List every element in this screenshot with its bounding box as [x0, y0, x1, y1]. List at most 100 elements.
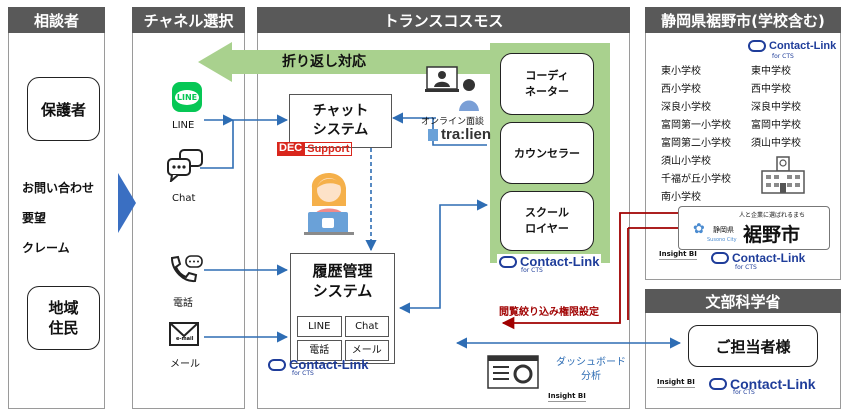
school-item: 南小学校 [661, 192, 701, 203]
school-lawyer-label: スクール ロイヤー [525, 206, 569, 235]
ministry-person-label: ご担当者様 [715, 337, 791, 356]
school-item: 須山小学校 [661, 156, 711, 167]
line-label: LINE [172, 120, 195, 131]
junior-high-school-list: 東中学校 西中学校 深良中学校 富岡中学校 須山中学校 [751, 63, 801, 153]
school-item: 西小学校 [661, 84, 701, 95]
contact-link-sub: for CTS [521, 267, 543, 274]
inquiry-item: クレーム [22, 241, 70, 255]
insight-bi-logo-dashboard: Insight BI [548, 392, 586, 402]
contact-link-name: Contact-Link [520, 254, 600, 269]
contact-link-logo-ministry: Contact-Link for CTS [709, 376, 816, 396]
susono-city-logo-box: 人と企業に選ばれるまち ✿ 静岡県 裾野市 Susono City [678, 206, 830, 250]
staff-to-history [398, 199, 489, 314]
dec-support-logo: DEC Support [277, 142, 353, 156]
history-cell: メール [344, 340, 389, 361]
school-lawyer-box: スクール ロイヤー [500, 191, 594, 251]
contact-link-sub: for CTS [292, 370, 314, 377]
history-system-label: 履歴管理 システム [312, 262, 373, 300]
transcosmos-header: トランスコスモス [257, 7, 630, 33]
contact-link-name: Contact-Link [289, 357, 369, 372]
history-cell: LINE [297, 316, 342, 337]
insight-bi-logo-ministry: Insight BI [657, 378, 695, 388]
ministry-header: 文部科学省 [645, 289, 841, 313]
contact-link-logo-staff: Contact-Link for CTS [497, 254, 602, 274]
contact-link-icon [711, 252, 729, 264]
coordinator-label: コーディ ネーター [525, 69, 569, 98]
inquiry-item: 要望 [22, 211, 47, 225]
callback-label: 折り返し対応 [282, 54, 366, 70]
contact-link-icon [748, 40, 766, 52]
tralien-icon [428, 128, 438, 141]
support-text: Support [304, 142, 353, 156]
contact-link-icon [499, 255, 517, 268]
susono-flower-icon: ✿ [693, 221, 705, 237]
line-icon-text: LINE [174, 89, 200, 105]
school-item: 深良中学校 [751, 102, 801, 113]
chat-system-label: チャット システム [312, 103, 369, 138]
chat-bubbles-icon [167, 149, 203, 182]
school-item: 千福が丘小学校 [661, 174, 731, 185]
history-cell-grid: LINE Chat 電話 メール [297, 316, 389, 361]
guardian-label: 保護者 [40, 100, 86, 119]
chat-to-chat-line [200, 120, 234, 169]
online-interview-label: オンライン面談 [421, 117, 485, 127]
elementary-school-list: 東小学校 西小学校 深良小学校 富岡第一小学校 富岡第二小学校 須山小学校 千福… [661, 63, 731, 207]
mail-icon: e-mail [169, 322, 199, 346]
online-interview-illustration [425, 66, 479, 111]
school-item: 東小学校 [661, 66, 701, 77]
phone-icon [170, 255, 203, 283]
phone-label: 電話 [173, 298, 193, 309]
operator-illustration [304, 172, 354, 235]
history-cell: 電話 [297, 340, 342, 361]
contact-link-name: Contact-Link [732, 251, 806, 265]
inquiry-item: お問い合わせ [22, 181, 95, 195]
envelope-icon [169, 322, 199, 346]
contact-link-logo-history: Contact-Link for CTS [268, 357, 369, 377]
tralien-text: tra:lien [441, 126, 492, 143]
dec-text: DEC [277, 142, 305, 156]
mail-icon-text: e-mail [176, 336, 194, 342]
contact-link-logo-city: Contact-Link for CTS [748, 40, 837, 60]
contact-link-icon [268, 358, 286, 371]
consultant-header: 相談者 [8, 7, 105, 33]
susono-pref: 静岡県 [713, 226, 734, 234]
dashboard-label: ダッシュボード 分析 [556, 357, 626, 382]
channel-header: チャネル選択 [132, 7, 245, 33]
school-item: 深良小学校 [661, 102, 711, 113]
history-system-box: 履歴管理 システム LINE Chat 電話 メール [290, 253, 395, 364]
contact-link-sub: for CTS [772, 53, 794, 60]
inquiry-list: お問い合わせ 要望 クレーム [22, 173, 94, 263]
permission-arrow [501, 212, 680, 330]
contact-link-icon [709, 378, 727, 390]
school-item: 須山中学校 [751, 138, 801, 149]
contact-link-sub: for CTS [735, 264, 757, 271]
city-header: 静岡県裾野市(学校含む) [645, 7, 841, 33]
school-item: 富岡第一小学校 [661, 120, 731, 131]
counselor-label: カウンセラー [514, 147, 580, 160]
contact-link-logo-city-bottom: Contact-Link for CTS [711, 251, 806, 271]
contact-link-name: Contact-Link [730, 376, 816, 392]
coordinator-box: コーディ ネーター [500, 53, 594, 115]
history-cell: Chat [344, 316, 389, 337]
school-building-icon [761, 156, 805, 194]
ministry-person-box: ご担当者様 [688, 325, 818, 367]
contact-link-sub: for CTS [733, 389, 755, 396]
contact-link-name: Contact-Link [769, 40, 837, 52]
mail-label: メール [170, 359, 200, 370]
flow-chevron-arrow [118, 173, 136, 233]
dashboard-icon [487, 355, 539, 389]
tralien-logo: tra:lien [428, 126, 491, 143]
chat-label: Chat [172, 193, 196, 204]
residents-box: 地域 住民 [27, 286, 100, 350]
school-item: 西中学校 [751, 84, 791, 95]
susono-city-name: 裾野市 [743, 224, 801, 246]
school-item: 東中学校 [751, 66, 791, 77]
counselor-box: カウンセラー [500, 122, 594, 184]
line-icon: LINE [172, 82, 202, 112]
chat-system-box: チャット システム [289, 94, 392, 148]
guardian-box: 保護者 [27, 77, 100, 141]
susono-tagline: 人と企業に選ばれるまち [739, 212, 806, 219]
insight-bi-logo-city: Insight BI [659, 250, 697, 260]
school-item: 富岡中学校 [751, 120, 801, 131]
school-item: 富岡第二小学校 [661, 138, 731, 149]
